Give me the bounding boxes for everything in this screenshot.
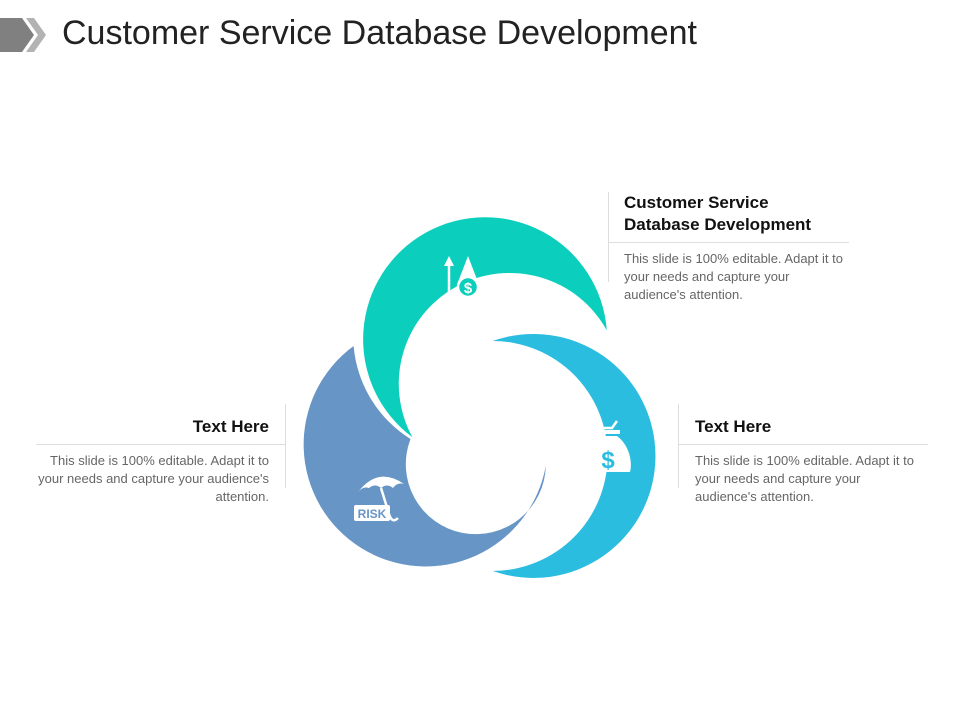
- callout-right-heading: Text Here: [695, 417, 772, 436]
- callout-top: Customer Service Database Development Th…: [608, 192, 849, 302]
- segment-top: [363, 217, 607, 438]
- callout-left: Text Here This slide is 100% editable. A…: [36, 404, 286, 504]
- callout-left-divider: [36, 444, 285, 445]
- segment-left: [303, 346, 546, 567]
- umbrella-risk-icon: RISK: [354, 476, 404, 522]
- callout-left-heading: Text Here: [192, 417, 269, 436]
- callout-top-heading: Customer Service Database Development: [624, 193, 812, 234]
- page-title: Customer Service Database Development: [62, 14, 697, 52]
- chart-dollar-icon: $: [444, 256, 496, 307]
- callout-left-description: This slide is 100% editable. Adapt it to…: [38, 453, 269, 504]
- title-arrow-icon: [0, 18, 46, 52]
- callout-right-divider: [679, 444, 928, 445]
- svg-text:$: $: [601, 447, 615, 474]
- callout-right: Text Here This slide is 100% editable. A…: [678, 404, 928, 504]
- callout-right-description: This slide is 100% editable. Adapt it to…: [695, 453, 914, 504]
- money-bag-icon: $: [585, 420, 631, 474]
- svg-text:$: $: [464, 280, 473, 297]
- callout-top-description: This slide is 100% editable. Adapt it to…: [624, 251, 843, 302]
- segment-right: [492, 333, 656, 578]
- risk-label: RISK: [358, 507, 387, 521]
- callout-top-divider: [608, 242, 849, 243]
